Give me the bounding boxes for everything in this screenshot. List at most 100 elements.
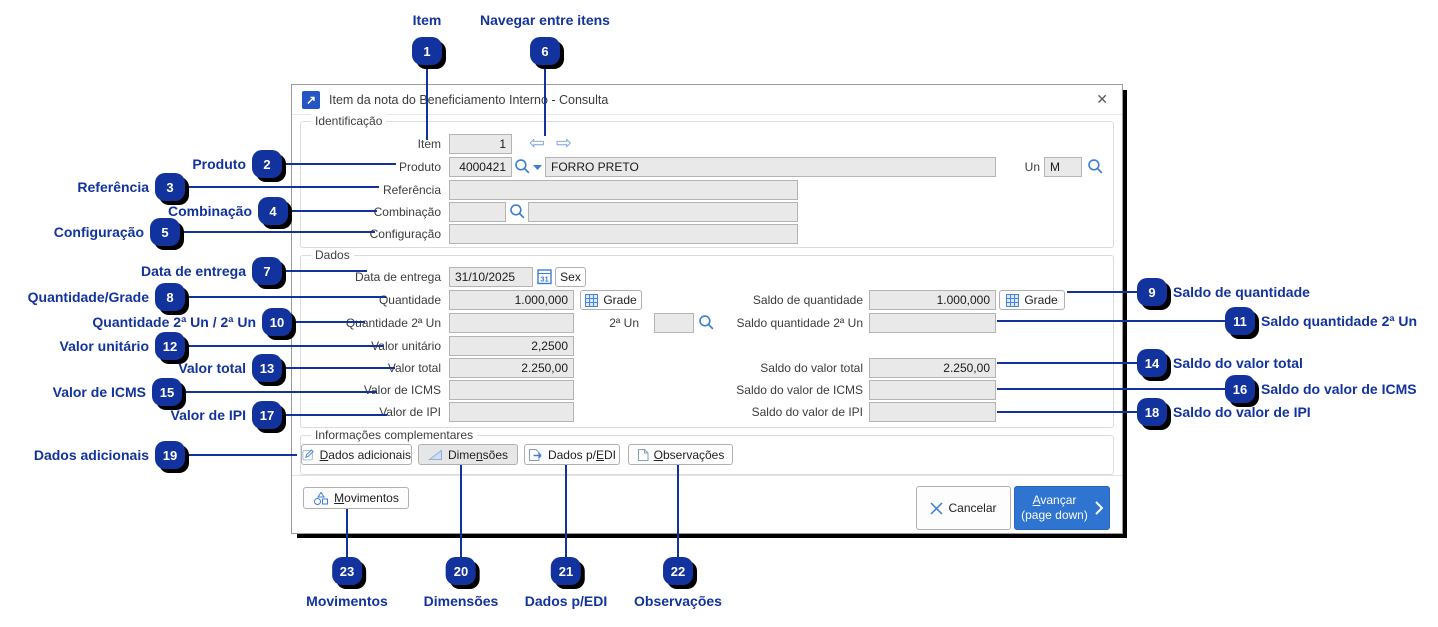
- valor-total-input[interactable]: 2.250,00: [449, 358, 574, 378]
- valor-unitario-input[interactable]: 2,2500: [449, 336, 574, 356]
- valor-unitario-value: 2,2500: [531, 339, 568, 353]
- callout-5-label: Configuração: [53, 224, 144, 240]
- quantidade2-label: Quantidade 2ª Un: [345, 316, 441, 330]
- callout-23: 23 Movimentos: [306, 557, 388, 609]
- callout-19-label: Dados adicionais: [33, 447, 149, 463]
- un2-input[interactable]: [654, 313, 694, 333]
- referencia-input[interactable]: [449, 180, 798, 200]
- quantidade-input[interactable]: 1.000,000: [449, 290, 574, 310]
- callout-8-label: Quantidade/Grade: [27, 289, 149, 305]
- callout-15-badge: 15: [152, 378, 182, 406]
- callout-13-badge: 13: [252, 354, 282, 382]
- dados-edi-button[interactable]: Dados p/EDI: [524, 444, 620, 465]
- dados-edi-label: Dados p/EDI: [547, 447, 617, 462]
- callout-12-label: Valor unitário: [59, 338, 149, 354]
- calendar-icon[interactable]: 31: [537, 268, 552, 285]
- saldo-valor-total-input[interactable]: 2.250,00: [869, 358, 996, 378]
- callout-16: 16 Saldo do valor de ICMS: [1225, 375, 1417, 403]
- observacoes-button[interactable]: Observações: [628, 444, 733, 465]
- combinacao-desc-input[interactable]: [528, 202, 798, 222]
- data-entrega-input[interactable]: 31/10/2025: [449, 267, 533, 287]
- saldo-quantidade2-input[interactable]: [869, 313, 996, 333]
- callout-line-2: [282, 163, 396, 165]
- callout-21: 21 Dados p/EDI: [525, 557, 607, 609]
- callout-1-badge: 1: [412, 37, 442, 65]
- callout-line-11: [997, 320, 1225, 322]
- callout-line-21: [565, 465, 567, 557]
- grid-icon: [1006, 293, 1020, 307]
- produto-code-input[interactable]: 4000421: [449, 157, 512, 177]
- export-icon: [528, 448, 542, 461]
- saldo-quantidade-label: Saldo de quantidade: [752, 293, 863, 307]
- callout-5-badge: 5: [150, 218, 180, 246]
- produto-desc-value: FORRO PRETO: [551, 160, 639, 174]
- callout-14-label: Saldo do valor total: [1173, 355, 1303, 371]
- callout-4-label: Combinação: [167, 203, 252, 219]
- callout-5: Configuração 5: [54, 218, 180, 246]
- grade-button[interactable]: Grade: [580, 290, 642, 310]
- close-icon[interactable]: ✕: [1096, 91, 1108, 107]
- combinacao-code-input[interactable]: [449, 202, 506, 222]
- callout-7-label: Data de entrega: [140, 263, 246, 279]
- callout-3: Referência 3: [77, 173, 185, 201]
- callout-line-12: [185, 345, 383, 347]
- saldo-valor-icms-input[interactable]: [869, 380, 996, 400]
- saldo-valor-ipi-input[interactable]: [869, 402, 996, 422]
- callout-20: 20 Dimensões: [424, 557, 498, 609]
- callout-17: Valor de IPI 17: [171, 401, 282, 429]
- un2-search-icon[interactable]: [698, 314, 715, 331]
- produto-desc-input[interactable]: FORRO PRETO: [545, 157, 996, 177]
- item-value: 1: [499, 137, 506, 151]
- combinacao-search-icon[interactable]: [509, 203, 526, 220]
- callout-2-label: Produto: [192, 156, 246, 172]
- avancar-label: Avançar (page down): [1021, 493, 1088, 522]
- saldo-grade-button-label: Grade: [1024, 293, 1058, 307]
- avancar-button[interactable]: Avançar (page down): [1014, 486, 1110, 530]
- callout-line-17: [282, 414, 387, 416]
- callout-8: Quantidade/Grade 8: [28, 283, 185, 311]
- observacoes-label: Observações: [653, 447, 725, 462]
- callout-10-badge: 10: [262, 308, 292, 336]
- callout-22: 22 Observações: [634, 557, 722, 609]
- callout-line-15: [182, 391, 377, 393]
- saldo-quantidade-input[interactable]: 1.000,000: [869, 290, 996, 310]
- callout-21-badge: 21: [551, 557, 581, 585]
- callout-6-label: Navegar entre itens: [480, 12, 610, 28]
- callout-22-badge: 22: [662, 557, 693, 585]
- item-input[interactable]: 1: [449, 134, 512, 154]
- un-input[interactable]: M: [1044, 157, 1082, 177]
- un-search-icon[interactable]: [1087, 158, 1104, 175]
- callout-18-badge: 18: [1137, 398, 1167, 426]
- valor-icms-input[interactable]: [449, 380, 574, 400]
- cancelar-button[interactable]: Cancelar: [916, 486, 1011, 530]
- dados-adicionais-label: Dados adicionais: [319, 447, 411, 462]
- callout-13: Valor total 13: [178, 354, 282, 382]
- nav-prev-icon[interactable]: ⇦: [529, 133, 545, 154]
- callout-3-badge: 3: [155, 173, 185, 201]
- dados-adicionais-button[interactable]: Dados adicionais: [301, 444, 412, 465]
- callout-22-label: Observações: [634, 593, 722, 609]
- quantidade-label: Quantidade: [378, 293, 441, 307]
- callout-line-18: [997, 411, 1137, 413]
- valor-ipi-label: Valor de IPI: [379, 405, 441, 419]
- dimensoes-button[interactable]: Dimensões: [418, 444, 518, 465]
- document-icon: [637, 448, 649, 461]
- configuracao-input[interactable]: [449, 224, 798, 244]
- callout-11-label: Saldo quantidade 2ª Un: [1261, 313, 1418, 329]
- valor-ipi-input[interactable]: [449, 402, 574, 422]
- callout-2-badge: 2: [252, 150, 282, 178]
- produto-dropdown-icon[interactable]: [533, 164, 543, 171]
- ruler-icon: [427, 449, 442, 460]
- movimentos-button[interactable]: Movimentos: [303, 487, 409, 509]
- saldo-grade-button[interactable]: Grade: [999, 290, 1065, 310]
- quantidade2-input[interactable]: [449, 313, 574, 333]
- group-dados-legend: Dados: [311, 248, 354, 262]
- callout-line-6: [544, 66, 546, 136]
- callout-11-badge: 11: [1225, 307, 1255, 335]
- window-icon: ↗: [302, 90, 320, 109]
- callout-9-badge: 9: [1137, 278, 1167, 306]
- nav-next-icon[interactable]: ⇨: [556, 133, 572, 154]
- callout-10: Quantidade 2ª Un / 2ª Un 10: [92, 308, 292, 336]
- un-value: M: [1050, 160, 1060, 174]
- produto-search-icon[interactable]: [514, 158, 531, 175]
